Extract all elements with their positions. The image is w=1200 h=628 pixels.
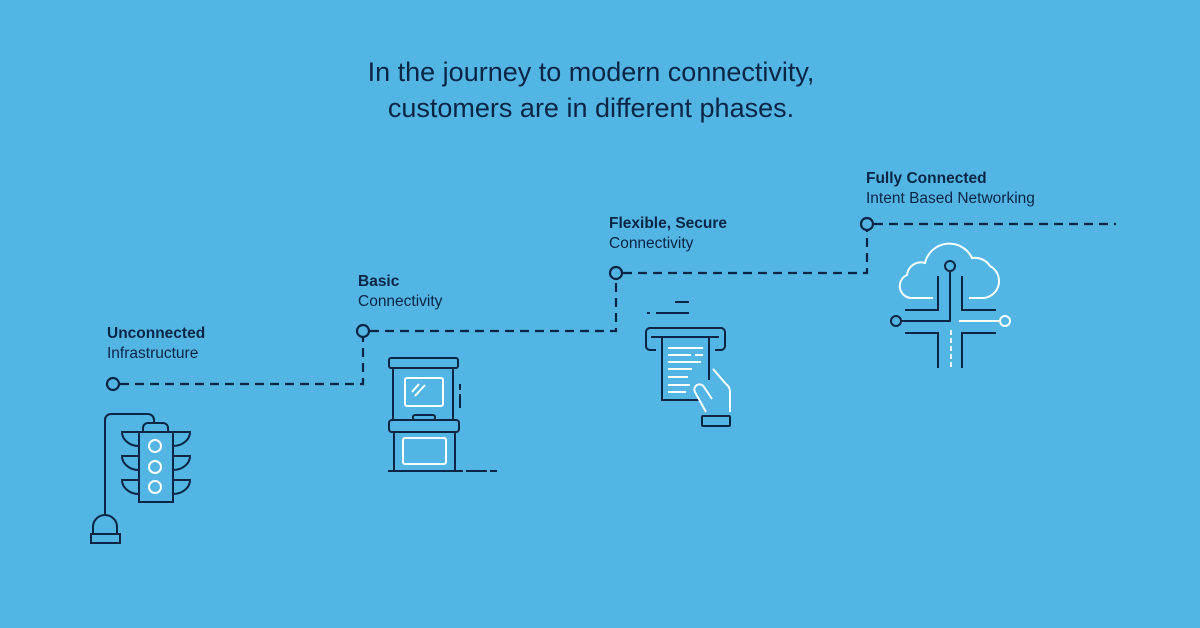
headline-line-2: customers are in different phases. xyxy=(387,93,795,123)
receipt-hand-icon xyxy=(645,301,731,427)
headline: In the journey to modern connectivity, c… xyxy=(0,54,1182,126)
phase-label-fully-connected: Fully Connected Intent Based Networking xyxy=(866,169,1035,209)
phase-label-unconnected: Unconnected Infrastructure xyxy=(107,324,205,364)
traffic-light-icon xyxy=(90,413,192,544)
phase-subtitle: Infrastructure xyxy=(107,345,199,362)
kiosk-icon xyxy=(388,357,497,472)
headline-line-1: In the journey to modern connectivity, xyxy=(367,57,815,87)
milestone-dot xyxy=(355,323,371,339)
journey-path xyxy=(120,222,1116,386)
phase-heading: Flexible, Secure xyxy=(609,215,728,232)
phase-label-basic: Basic Connectivity xyxy=(358,272,442,312)
phase-heading: Basic xyxy=(358,273,400,290)
cloud-network-icon xyxy=(890,242,1011,368)
phase-heading: Unconnected xyxy=(107,325,206,342)
phase-subtitle: Connectivity xyxy=(358,293,443,310)
phase-label-flexible: Flexible, Secure Connectivity xyxy=(609,214,727,254)
phase-subtitle: Intent Based Networking xyxy=(866,190,1035,207)
phase-subtitle: Connectivity xyxy=(609,235,694,252)
phase-heading: Fully Connected xyxy=(866,170,987,187)
milestone-dot xyxy=(105,376,121,392)
milestone-dot xyxy=(608,265,624,281)
milestone-dot xyxy=(859,216,875,232)
